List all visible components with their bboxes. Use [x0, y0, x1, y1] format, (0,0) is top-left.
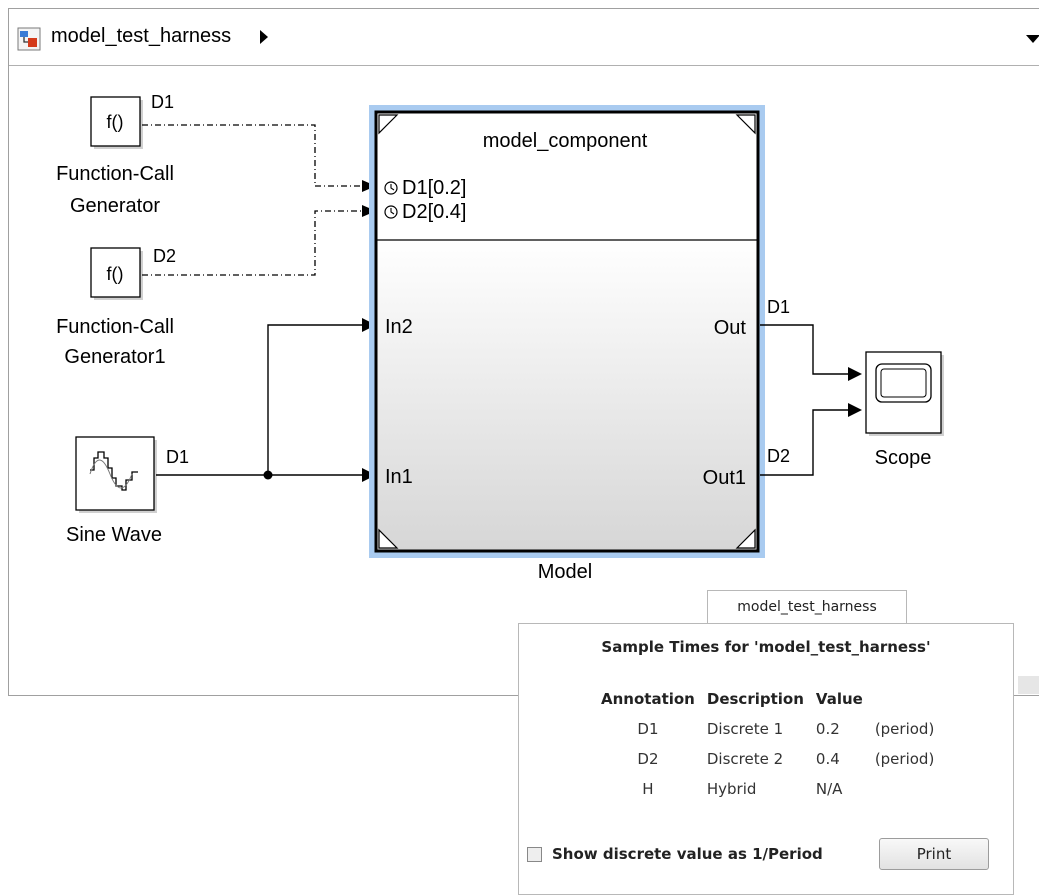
function-call-generator1-block[interactable]: f() [90, 247, 143, 300]
show-discrete-checkbox-row[interactable]: Show discrete value as 1/Period [527, 845, 823, 863]
model-caption: Model [538, 561, 592, 583]
annotation-cell: H [642, 780, 654, 798]
value-cell: 0.4 [815, 750, 840, 768]
model-block[interactable] [369, 105, 765, 558]
function-call-generator-label: Function-Call [56, 163, 174, 185]
function-call-generator-label-line2: Generator [70, 195, 160, 217]
scope-label: Scope [875, 447, 932, 469]
model-component-title: model_component [483, 130, 648, 152]
show-discrete-checkbox-label[interactable]: Show discrete value as 1/Period [552, 845, 823, 863]
print-button[interactable]: Print [879, 838, 989, 870]
output-signal-lines[interactable] [760, 324, 848, 476]
signal-label-d1-top: D1 [151, 92, 174, 112]
annotation-cell: D1 [637, 720, 659, 738]
breadcrumb-model-test-harness[interactable]: model_test_harness [51, 25, 232, 47]
sine-signal-lines[interactable] [156, 324, 362, 476]
description-cell: Discrete 1 [706, 720, 784, 738]
scope-screen-icon [875, 363, 932, 403]
trigger-port-d2[interactable]: D2[0.4] [384, 201, 466, 223]
model-icon[interactable] [17, 27, 41, 51]
scope-block[interactable] [865, 351, 944, 436]
column-header-description: Description [706, 690, 804, 708]
legend-tab-model-test-harness[interactable]: model_test_harness [707, 590, 907, 624]
model-browser-toolbar: model_test_harness [9, 9, 1039, 66]
branch-point [263, 470, 273, 480]
function-call-generator-block[interactable]: f() [90, 96, 143, 149]
input-port-in1: In1 [385, 466, 413, 488]
description-cell: Hybrid [706, 780, 757, 798]
sample-time-legend: Sample Times for 'model_test_harness' An… [518, 623, 1014, 895]
block-diagram: f() Function-Call Generator D1 f() Funct… [56, 92, 944, 583]
trigger-port-label: D2[0.4] [402, 201, 466, 223]
sine-wave-icon [90, 451, 138, 491]
note-cell: (period) [874, 720, 935, 738]
input-port-in2: In2 [385, 316, 413, 338]
note-cell: (period) [874, 750, 935, 768]
value-cell: N/A [815, 780, 843, 798]
annotation-cell: D2 [637, 750, 659, 768]
function-call-generator1-label-line2: Generator1 [64, 346, 165, 368]
sine-wave-block[interactable] [75, 436, 157, 513]
clock-icon [384, 205, 398, 219]
show-discrete-checkbox[interactable] [527, 846, 542, 862]
description-cell: Discrete 2 [706, 750, 784, 768]
value-cell: 0.2 [815, 720, 840, 738]
trigger-port-label: D1[0.2] [402, 177, 466, 199]
legend-title: Sample Times for 'model_test_harness' [601, 638, 931, 656]
function-call-generator1-label: Function-Call [56, 316, 174, 338]
trigger-port-d1[interactable]: D1[0.2] [384, 177, 466, 199]
clock-icon [384, 181, 398, 195]
table-row: H Hybrid N/A [595, 780, 940, 810]
toolbar-menu-chevron-down-icon[interactable] [1025, 34, 1039, 44]
legend-table: Annotation Description Value D1 Discrete… [595, 690, 940, 810]
note-cell [869, 780, 941, 810]
function-call-glyph: f() [107, 112, 124, 132]
sine-wave-label: Sine Wave [66, 524, 162, 546]
function-call-glyph: f() [107, 264, 124, 284]
column-header-annotation: Annotation [601, 690, 695, 708]
output-port-out: Out [714, 317, 747, 339]
canvas-scrollbar[interactable] [1018, 676, 1039, 694]
signal-label-d2-top: D2 [153, 246, 176, 266]
table-row: D1 Discrete 1 0.2 (period) [595, 720, 940, 750]
signal-label-d1-sine: D1 [166, 447, 189, 467]
function-call-signal-lines[interactable] [142, 124, 362, 276]
signal-label-out-d1: D1 [767, 297, 790, 317]
column-header-value: Value [815, 690, 863, 708]
table-row: D2 Discrete 2 0.4 (period) [595, 750, 940, 780]
breadcrumb-expand-icon[interactable] [259, 29, 269, 45]
signal-label-out-d2: D2 [767, 446, 790, 466]
output-port-out1: Out1 [703, 467, 746, 489]
